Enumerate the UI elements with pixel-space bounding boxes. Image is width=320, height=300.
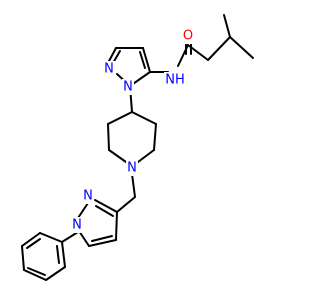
bond (39, 232, 63, 243)
bond (91, 235, 113, 242)
bond (131, 173, 136, 198)
atom-label-background (126, 160, 138, 176)
bond (177, 44, 189, 67)
bond (78, 230, 90, 247)
bond (95, 205, 114, 217)
bond (27, 267, 46, 276)
bond (229, 36, 254, 59)
bond (61, 241, 66, 268)
bond (139, 51, 146, 69)
bond (137, 149, 155, 163)
atom-label-background (164, 72, 186, 88)
atom-label: NH (165, 73, 185, 88)
atom-label-background (71, 217, 83, 233)
bond (61, 231, 79, 243)
bond (21, 232, 41, 247)
bond (56, 245, 60, 264)
bond (107, 111, 133, 125)
bond (94, 199, 118, 213)
atom-label: N (104, 62, 114, 77)
atom-label: N (83, 189, 93, 204)
bond-lines (21, 14, 254, 281)
bond (223, 14, 231, 38)
atom-label-background (182, 28, 194, 44)
atom-label-background (82, 188, 94, 204)
bond (88, 239, 117, 247)
bond (108, 149, 127, 163)
bond (23, 269, 47, 281)
bond (107, 123, 110, 151)
atom-label: O (183, 29, 193, 44)
atom-label: N (127, 161, 137, 176)
bond (45, 266, 66, 281)
atom-label-background (103, 61, 115, 77)
bond (153, 123, 157, 151)
bond (107, 47, 117, 64)
bond (26, 238, 41, 249)
atom-label: N (123, 80, 133, 95)
atom-label-background (122, 79, 134, 95)
atom-label: N (72, 218, 82, 233)
bond (207, 36, 231, 61)
bond (115, 211, 118, 241)
bond (142, 47, 151, 73)
bond (116, 196, 136, 213)
bond (21, 245, 25, 271)
bond (131, 111, 157, 125)
